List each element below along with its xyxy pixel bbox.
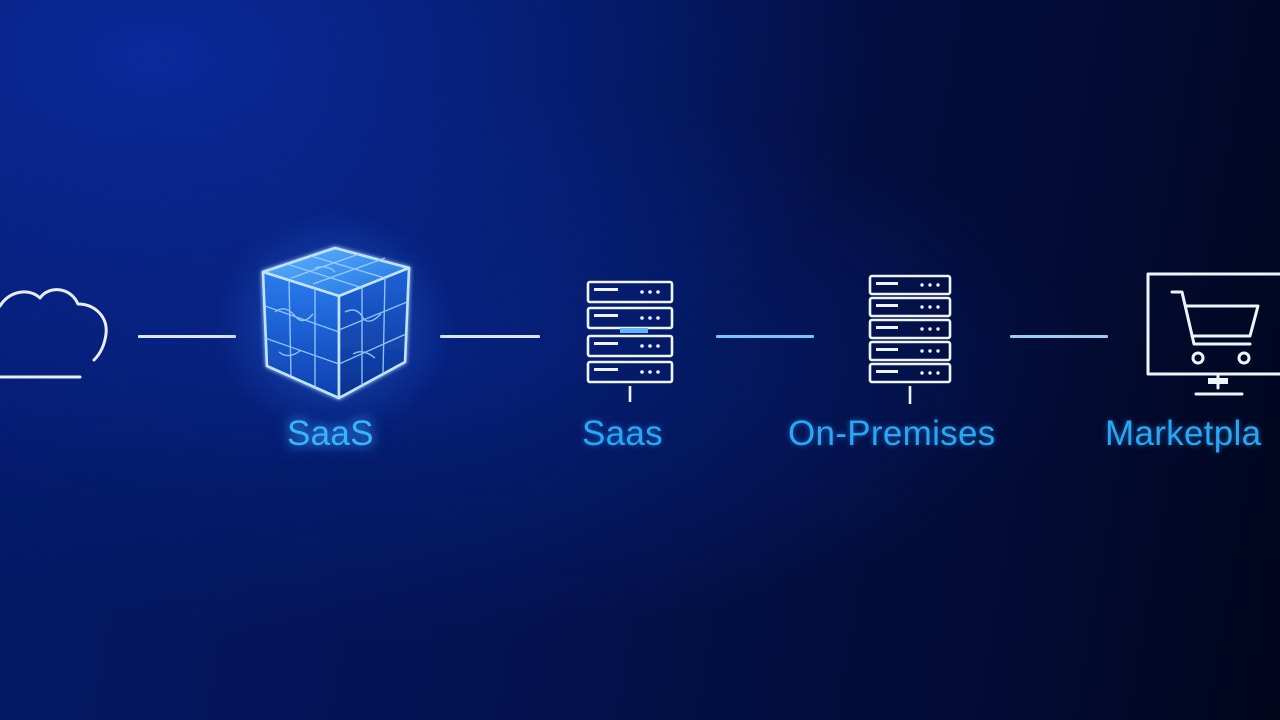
server-rack-icon: [586, 280, 674, 402]
node-label-saas-servers: Saas: [582, 414, 663, 453]
connector-line: [440, 335, 540, 338]
node-label-marketplace: Marketpla: [1105, 414, 1262, 453]
node-label-saas: SaaS: [287, 414, 374, 453]
connector-line: [716, 335, 814, 338]
server-rack-icon: [868, 274, 952, 404]
cloud-icon: [0, 288, 108, 379]
connector-line: [1010, 335, 1108, 338]
node-label-on-premises: On-Premises: [788, 414, 996, 453]
connector-line: [138, 335, 236, 338]
cube-icon: [261, 246, 411, 400]
shopping-cart-monitor-icon: [1146, 272, 1280, 396]
